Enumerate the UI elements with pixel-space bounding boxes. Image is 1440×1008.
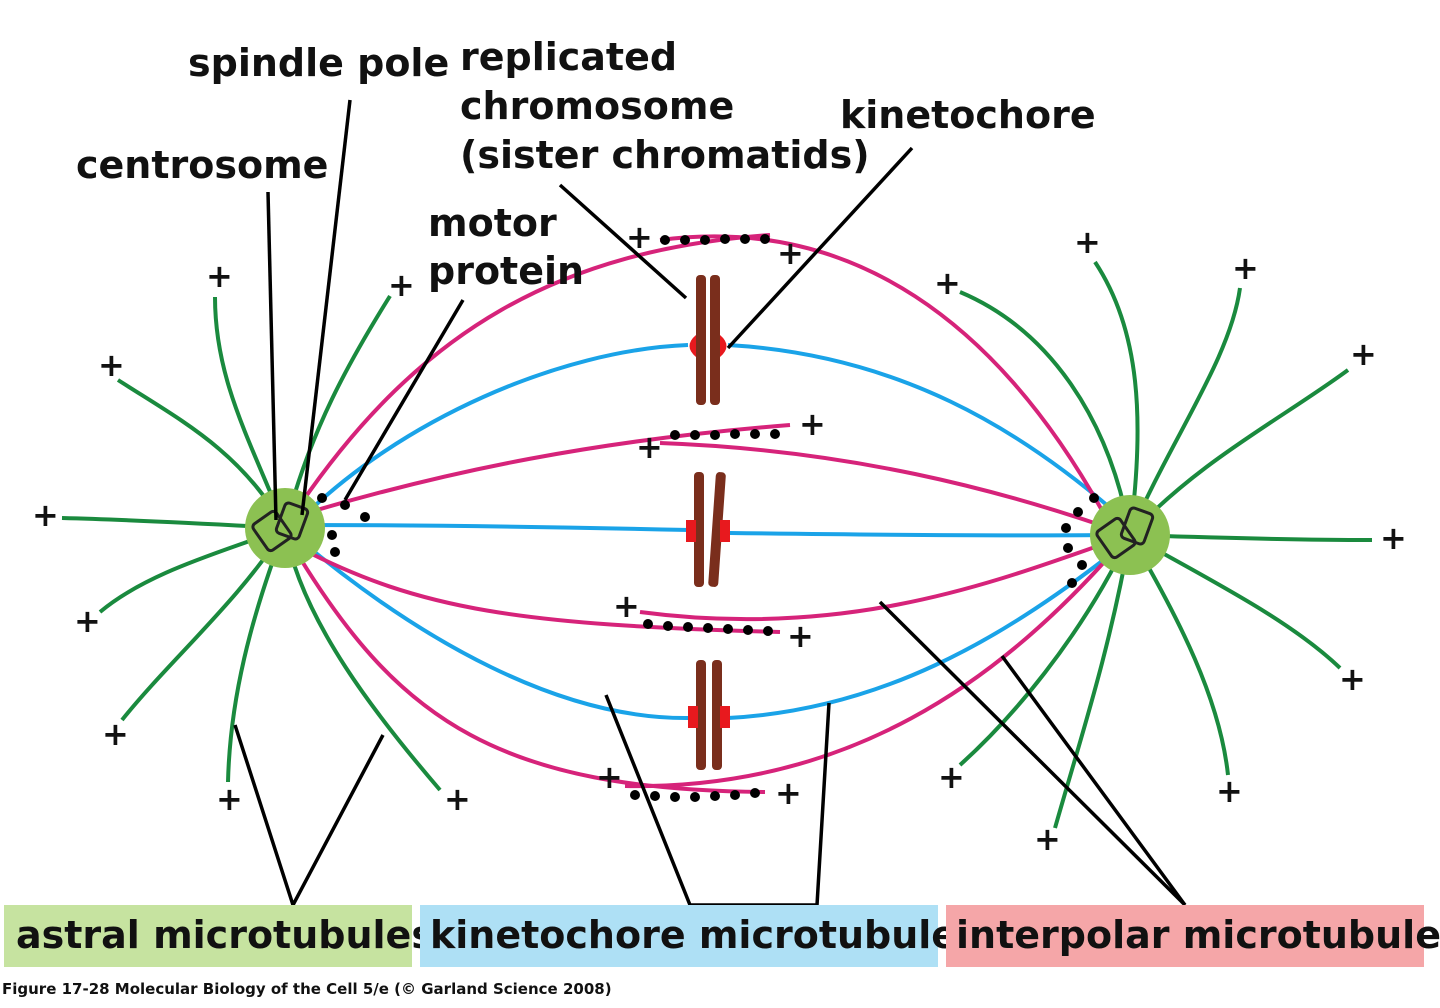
plus-marker: + (98, 346, 125, 384)
plus-marker: + (934, 264, 961, 302)
plus-marker: + (1380, 519, 1407, 557)
chromosome-middle (686, 472, 730, 587)
plus-marker: + (1216, 772, 1243, 810)
legend-astral-box (4, 905, 412, 967)
label-motor-protein: motor (428, 201, 557, 245)
chromosome-top (689, 275, 727, 405)
plus-marker: + (613, 587, 640, 625)
legend: astral microtubules kinetochore microtub… (4, 905, 1440, 967)
figure-caption: Figure 17-28 Molecular Biology of the Ce… (2, 980, 612, 998)
plus-end-markers: + + + + + + + + + + + + + + + + + + + + … (32, 218, 1407, 858)
legend-interpolar-text: interpolar microtubules (956, 913, 1440, 957)
label-replicated-chromosome: replicated (460, 35, 677, 79)
plus-marker: + (32, 496, 59, 534)
plus-marker: + (596, 758, 623, 796)
centrosome-left (245, 488, 325, 568)
interpolar-microtubules (298, 233, 1117, 794)
plus-marker: + (1232, 249, 1259, 287)
plus-marker: + (444, 780, 471, 818)
chromosome-bottom (688, 660, 730, 770)
legend-kinetochore-text: kinetochore microtubules (430, 913, 980, 957)
plus-marker: + (626, 218, 653, 256)
plus-marker: + (388, 266, 415, 304)
legend-interpolar-box (946, 905, 1424, 967)
plus-marker: + (216, 780, 243, 818)
plus-marker: + (102, 715, 129, 753)
label-centrosome: centrosome (76, 143, 328, 187)
label-kinetochore: kinetochore (840, 93, 1096, 137)
label-spindle-pole: spindle pole (188, 41, 449, 85)
legend-astral-text: astral microtubules (16, 913, 434, 957)
label-replicated-chromosome: chromosome (460, 84, 734, 128)
centrosome-right (1090, 495, 1170, 575)
legend-kinetochore-box (420, 905, 938, 967)
plus-marker: + (1074, 223, 1101, 261)
plus-marker: + (777, 234, 804, 272)
label-replicated-chromosome: (sister chromatids) (460, 133, 870, 177)
plus-marker: + (938, 758, 965, 796)
leader-lines (233, 99, 1187, 910)
label-motor-protein: protein (428, 249, 584, 293)
plus-marker: + (74, 602, 101, 640)
plus-marker: + (775, 774, 802, 812)
plus-marker: + (1339, 660, 1366, 698)
annotation-labels: spindle pole replicated chromosome (sist… (76, 35, 1096, 293)
plus-marker: + (787, 617, 814, 655)
plus-marker: + (799, 405, 826, 443)
plus-marker: + (1034, 820, 1061, 858)
motor-proteins (317, 234, 1099, 802)
plus-marker: + (636, 428, 663, 466)
plus-marker: + (1350, 335, 1377, 373)
kinetochore-microtubules (298, 343, 1117, 721)
plus-marker: + (206, 257, 233, 295)
